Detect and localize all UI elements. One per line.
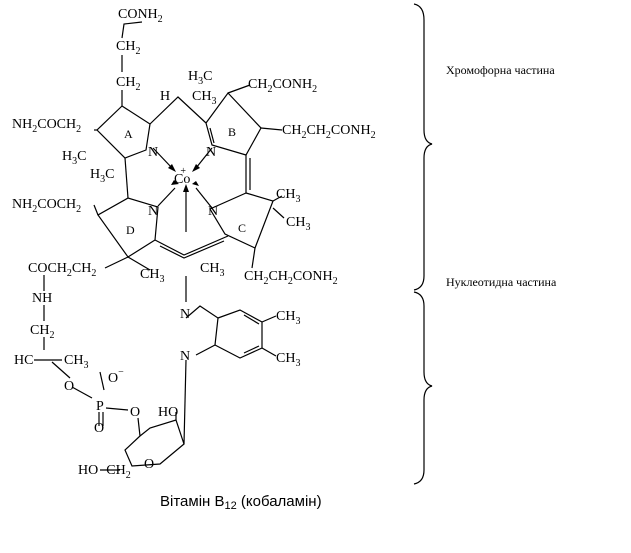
label-o-ring: O bbox=[144, 457, 154, 472]
label-nh2coch2-left: NH2COCH2 bbox=[12, 117, 81, 135]
label-ho-sugar: HO bbox=[158, 405, 178, 420]
braces bbox=[413, 3, 433, 485]
label-h3c-left2: H3C bbox=[90, 167, 114, 185]
label-o-dbl: O bbox=[94, 421, 104, 436]
ring-label-d: D bbox=[126, 223, 135, 237]
label-hc: HC bbox=[14, 353, 33, 368]
label-ch2-link: CH2 bbox=[30, 323, 54, 341]
label-n-a: N bbox=[148, 145, 158, 160]
label-n-bz1: N bbox=[180, 307, 190, 322]
label-o-ester: O bbox=[130, 405, 140, 420]
label-ch3-bz1: CH3 bbox=[276, 309, 300, 327]
bond-lines bbox=[43, 21, 285, 471]
label-n-bz2: N bbox=[180, 349, 190, 364]
ring-letters: A B C D bbox=[124, 125, 246, 237]
label-ch3-hc: CH3 bbox=[64, 353, 88, 371]
caption: Вітамін B12 (кобаламін) bbox=[160, 493, 322, 512]
label-o-minus: O− bbox=[108, 367, 124, 386]
label-co: Co+ bbox=[174, 166, 190, 187]
side-labels: Хромофорна частина Нуклеотидна частина bbox=[446, 63, 557, 289]
brace-chromophore bbox=[413, 3, 433, 291]
label-n-c: N bbox=[208, 204, 218, 219]
label-nh2coch2-left2: NH2COCH2 bbox=[12, 197, 81, 215]
label-h-a: H bbox=[160, 89, 170, 104]
ring-label-a: A bbox=[124, 127, 133, 141]
label-ch3-bot-r: CH3 bbox=[200, 261, 224, 279]
label-n-b: N bbox=[206, 145, 216, 160]
label-o-link: O bbox=[64, 379, 74, 394]
label-nucleotide: Нуклеотидна частина bbox=[446, 275, 557, 289]
label-nh: NH bbox=[32, 291, 52, 306]
label-coch2ch2: COCH2CH2 bbox=[28, 261, 96, 279]
label-ch3-bot-l: CH3 bbox=[140, 267, 164, 285]
label-n-d: N bbox=[148, 204, 158, 219]
label-conh2-top: CONH2 bbox=[118, 7, 163, 25]
ring-label-c: C bbox=[238, 221, 246, 235]
label-ch3-r2: CH3 bbox=[286, 215, 310, 233]
label-chromophore: Хромофорна частина bbox=[446, 63, 555, 77]
label-ch3-hb: CH3 bbox=[192, 89, 216, 107]
label-h3c-top: H3C bbox=[188, 69, 212, 87]
label-ch2ch2conh2-right: CH2CH2CONH2 bbox=[282, 123, 376, 141]
label-ch2-b: CH2 bbox=[116, 75, 140, 93]
label-ch3-bz2: CH3 bbox=[276, 351, 300, 369]
ring-label-b: B bbox=[228, 125, 236, 139]
arrowheads bbox=[168, 164, 200, 192]
label-ch2ch2conh2-bottom: CH2CH2CONH2 bbox=[244, 269, 338, 287]
label-h3c-left1: H3C bbox=[62, 149, 86, 167]
brace-nucleotide bbox=[413, 291, 433, 485]
atom-labels: CONH2 CH2 CH2 H3C H CH3 CH2CONH2 NH2COCH… bbox=[12, 7, 376, 481]
label-ch2conh2-top: CH2CONH2 bbox=[248, 77, 317, 95]
label-ch3-r1: CH3 bbox=[276, 187, 300, 205]
label-ch2-a: CH2 bbox=[116, 39, 140, 57]
label-p: P bbox=[96, 399, 104, 414]
